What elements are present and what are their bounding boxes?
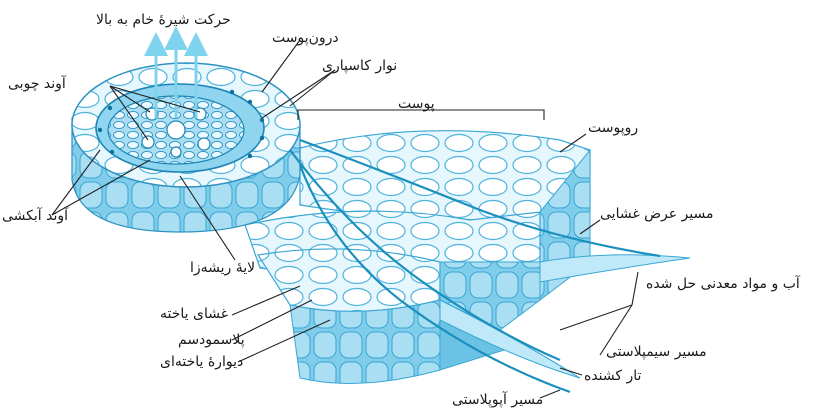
label-pericycle: لایهٔ ریشه‌زا — [190, 260, 255, 276]
label-epidermis: روپوست — [588, 120, 638, 136]
label-water-minerals: آب و مواد معدنی حل شده — [646, 276, 800, 292]
label-apoplast-path: مسیر آپوپلاستی — [452, 392, 543, 408]
label-transmembrane-path: مسیر عرض غشایی — [600, 206, 713, 222]
label-root-hair: تار کشنده — [584, 368, 641, 384]
label-casparian-strip: نوار کاسپاری — [322, 58, 397, 74]
label-endodermis: درون‌پوست — [272, 30, 339, 46]
label-xylem-sap-movement: حرکت شیرهٔ خام به بالا — [96, 12, 231, 28]
label-cell-wall: دیوارهٔ یاخته‌ای — [160, 354, 243, 370]
root-cylinder — [72, 63, 300, 232]
label-phloem: آوند آبکشی — [2, 208, 68, 224]
label-cell-membrane: غشای یاخته — [160, 306, 228, 322]
label-symplast-path: مسیر سیمپلاستی — [606, 344, 707, 360]
label-cortex: پوست — [398, 96, 435, 112]
label-xylem: آوند چوبی — [8, 76, 66, 92]
label-plasmodesma: پلاسمودسم — [178, 332, 245, 348]
